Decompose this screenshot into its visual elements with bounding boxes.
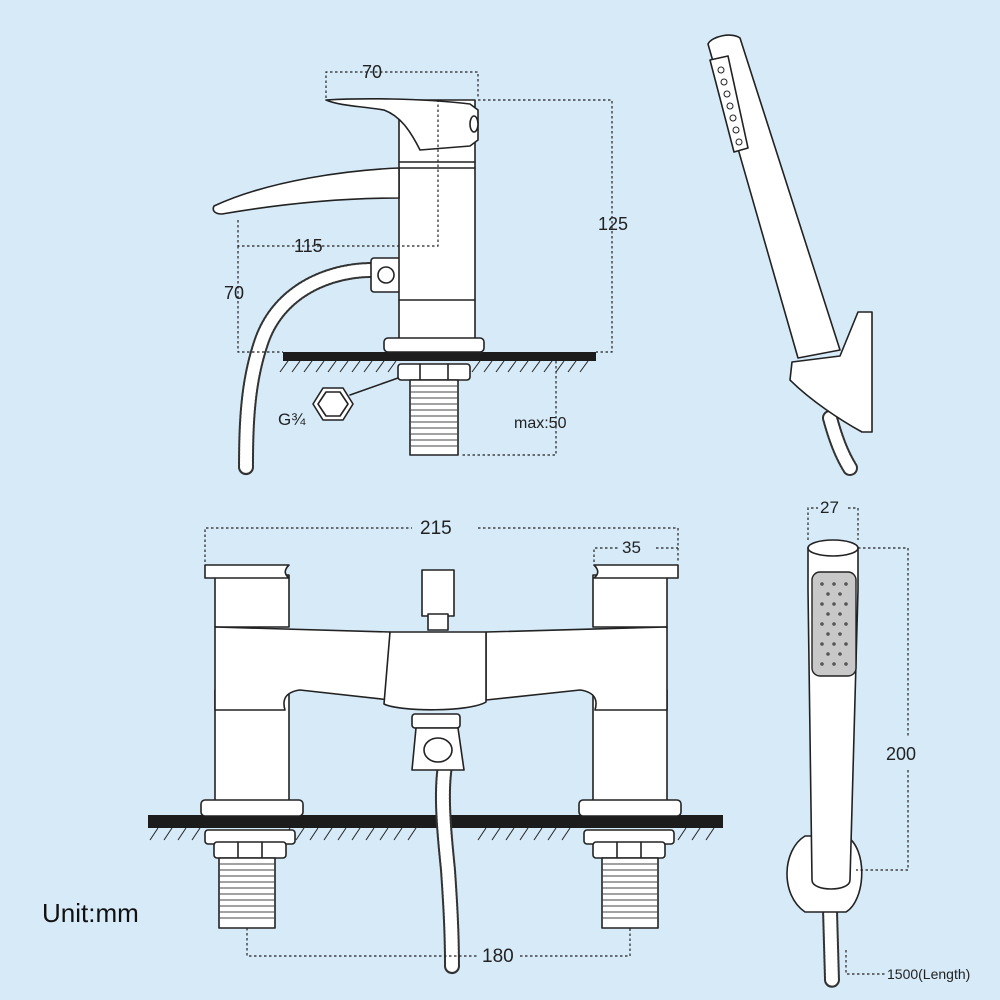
diverter-knob bbox=[421, 569, 455, 617]
dim-height-125: 125 bbox=[598, 214, 628, 234]
handset-front-view: 27 200 1500(Length) bbox=[786, 498, 970, 988]
side-deck-hatch bbox=[279, 360, 589, 373]
dim-spout-height-70: 70 bbox=[224, 283, 244, 303]
left-handle-base bbox=[214, 574, 290, 628]
dim-reach-115: 115 bbox=[294, 236, 323, 256]
dim-length-200: 200 bbox=[886, 744, 916, 764]
dim-handle-35: 35 bbox=[622, 538, 641, 557]
center-spout bbox=[383, 631, 487, 711]
right-nut bbox=[592, 841, 666, 859]
thread-label: G¾ bbox=[278, 410, 306, 429]
right-handle-base bbox=[592, 574, 668, 628]
dim-handle-70: 70 bbox=[362, 62, 382, 82]
dim-width-215: 215 bbox=[420, 518, 452, 539]
side-lever bbox=[325, 98, 479, 151]
handset-side-view bbox=[707, 34, 873, 476]
dim-tail-max-50: max:50 bbox=[514, 415, 567, 432]
dim-diameter-27: 27 bbox=[820, 498, 839, 517]
side-hose bbox=[238, 262, 380, 476]
left-bridge-arm bbox=[214, 626, 391, 711]
dim-centers-180: 180 bbox=[482, 946, 514, 967]
left-lever bbox=[204, 564, 290, 579]
front-deck-hatch bbox=[149, 827, 715, 841]
right-lever bbox=[593, 564, 679, 579]
side-threaded-tail bbox=[409, 379, 459, 456]
side-view: G¾ 70 125 115 70 max:50 bbox=[212, 62, 628, 476]
side-deck bbox=[283, 352, 596, 361]
hose-length-label: 1500(Length) bbox=[887, 966, 970, 982]
front-view: 215 35 180 bbox=[148, 518, 723, 976]
right-bridge-arm bbox=[485, 626, 668, 711]
left-nut bbox=[213, 841, 287, 859]
side-spout bbox=[212, 167, 400, 215]
front-deck bbox=[148, 815, 723, 828]
spray-nozzles bbox=[820, 582, 848, 666]
side-nut bbox=[397, 363, 471, 381]
handset-holder bbox=[789, 311, 873, 433]
unit-label: Unit:mm bbox=[42, 898, 139, 928]
side-base-ring bbox=[383, 337, 485, 353]
